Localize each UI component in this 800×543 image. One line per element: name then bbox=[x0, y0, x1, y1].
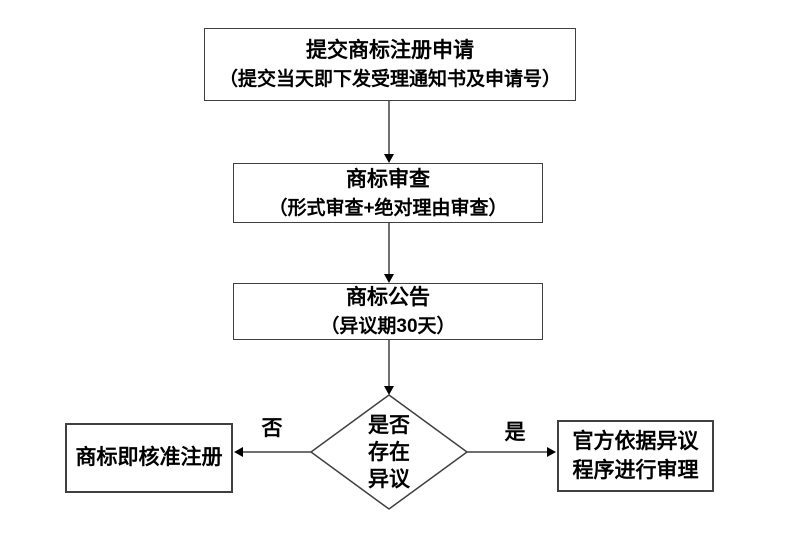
node-opposition-procedure: 官方依据异议 程序进行审理 bbox=[557, 420, 714, 492]
node-submit-title: 提交商标注册申请 bbox=[306, 39, 474, 62]
node-decision-opposition-exists: 是否 存在 异议 bbox=[311, 410, 467, 494]
arrowhead-review-to-announce bbox=[384, 274, 394, 283]
node-approve-title: 商标即核准注册 bbox=[75, 446, 223, 469]
arrowhead-decision-to-approve bbox=[234, 447, 243, 457]
node-announce-title: 商标公告 bbox=[346, 286, 430, 309]
arrowhead-announce-to-decision bbox=[384, 386, 394, 395]
node-submit-subtitle: （提交当天即下发受理通知书及申请号） bbox=[218, 69, 561, 90]
node-trademark-review: 商标审查 （形式审查+绝对理由审查） bbox=[233, 163, 543, 223]
node-opposition-line-1: 官方依据异议 bbox=[572, 430, 699, 453]
decision-line-1: 是否 bbox=[368, 413, 410, 437]
node-registration-approved: 商标即核准注册 bbox=[65, 423, 233, 493]
node-announce-subtitle: （异议期30天） bbox=[320, 316, 456, 337]
arrowhead-submit-to-review bbox=[384, 154, 394, 163]
edge-label-no: 否 bbox=[261, 417, 283, 440]
decision-diamond-shape bbox=[309, 394, 469, 510]
decision-line-2: 存在 bbox=[368, 440, 410, 464]
arrowhead-decision-to-opposition bbox=[547, 447, 556, 457]
edge-label-yes: 是 bbox=[504, 421, 526, 444]
node-submit-application: 提交商标注册申请 （提交当天即下发受理通知书及申请号） bbox=[204, 28, 576, 101]
node-review-subtitle: （形式审查+绝对理由审查） bbox=[268, 197, 508, 219]
node-opposition-line-2: 程序进行审理 bbox=[572, 459, 699, 482]
node-review-title: 商标审查 bbox=[346, 167, 430, 191]
decision-line-3: 异议 bbox=[368, 467, 410, 491]
node-trademark-announcement: 商标公告 （异议期30天） bbox=[233, 283, 543, 340]
